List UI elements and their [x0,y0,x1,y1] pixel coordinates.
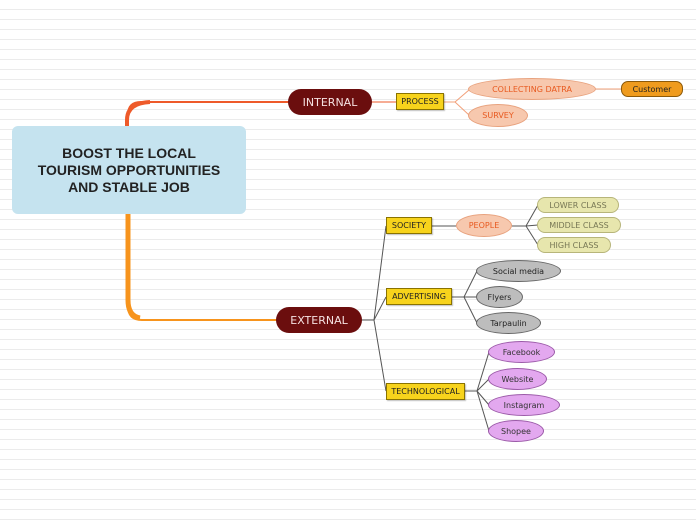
subtopic-tarpaulin[interactable]: Tarpaulin [476,312,541,334]
subtopic-technological[interactable]: TECHNOLOGICAL [386,383,465,400]
subtopic-middle-class[interactable]: MIDDLE CLASS [537,217,621,233]
subtopic-customer[interactable]: Customer [621,81,683,97]
topic-external[interactable]: EXTERNAL [276,307,362,333]
subtopic-survey[interactable]: SURVEY [468,104,528,127]
link-technological-items [464,351,490,432]
subtopic-flyers[interactable]: Flyers [476,286,523,308]
subtopic-advertising[interactable]: ADVERTISING [386,288,452,305]
subtopic-instagram[interactable]: Instagram [488,394,560,416]
subtopic-high-class[interactable]: HIGH CLASS [537,237,611,253]
subtopic-lower-class[interactable]: LOWER CLASS [537,197,619,213]
subtopic-society[interactable]: SOCIETY [386,217,432,234]
link-root-external [127,212,277,321]
topic-internal[interactable]: INTERNAL [288,89,372,115]
subtopic-website[interactable]: Website [488,368,547,390]
link-advertising-items [451,270,478,324]
link-external-branches [361,225,387,392]
subtopic-people[interactable]: PEOPLE [456,214,512,237]
root-topic[interactable]: BOOST THE LOCAL TOURISM OPPORTUNITIES AN… [12,126,246,214]
subtopic-facebook[interactable]: Facebook [488,341,555,363]
link-process-collecting [443,89,470,103]
subtopic-social-media[interactable]: Social media [476,260,561,282]
subtopic-process[interactable]: PROCESS [396,93,444,110]
link-process-survey [454,101,470,116]
subtopic-collecting-datra[interactable]: COLLECTING DATRA [468,78,596,100]
link-people-classes [512,204,539,246]
subtopic-shopee[interactable]: Shopee [488,420,544,442]
link-root-internal [127,101,289,128]
